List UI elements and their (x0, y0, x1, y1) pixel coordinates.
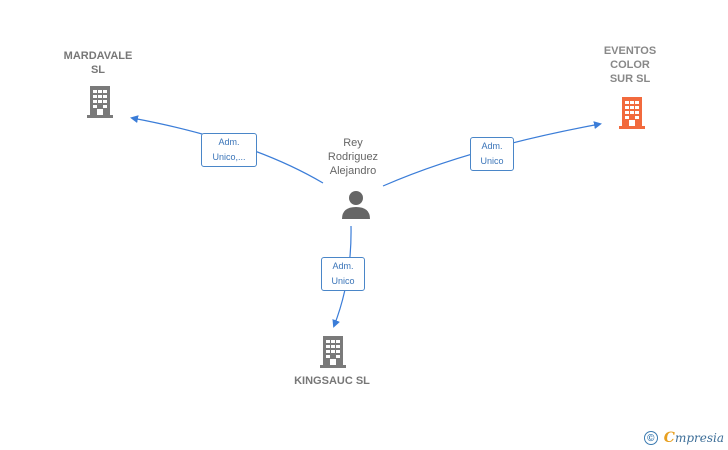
building-icon[interactable] (617, 95, 647, 129)
brand-initial: C (663, 430, 675, 446)
brand-name: mpresia (674, 431, 724, 445)
footer-branding: © Cmpresia (643, 430, 724, 446)
relation-label-line: Unico,... (212, 152, 246, 162)
copyright-icon: © (643, 431, 658, 445)
relation-label-line: Adm. (481, 141, 503, 151)
company-label-mardavale[interactable]: MARDAVALE SL (63, 50, 133, 76)
person-name-line: Rey (343, 137, 363, 149)
building-icon[interactable] (85, 84, 115, 118)
person-name[interactable]: Rey Rodriguez Alejandro (308, 136, 398, 178)
relation-label-line: Adm. (332, 261, 354, 271)
relation-label-line: Adm. (218, 137, 240, 147)
person-name-line: Rodriguez (327, 151, 379, 163)
relation-label-kingsauc[interactable]: Adm. Unico (321, 257, 365, 291)
relation-label-line: Unico (331, 276, 355, 286)
brand-logo[interactable]: Cmpresia (664, 430, 724, 446)
building-icon[interactable] (318, 334, 348, 368)
relation-label-eventos[interactable]: Adm. Unico (470, 137, 514, 171)
person-name-line: Alejandro (329, 165, 377, 177)
company-label-kingsauc[interactable]: KINGSAUC SL (294, 375, 370, 387)
relation-label-mardavale[interactable]: Adm. Unico,... (201, 133, 257, 167)
company-label-eventos[interactable]: EVENTOS COLOR SUR SL (603, 45, 657, 85)
relation-label-line: Unico (480, 156, 504, 166)
person-icon[interactable] (340, 189, 372, 219)
